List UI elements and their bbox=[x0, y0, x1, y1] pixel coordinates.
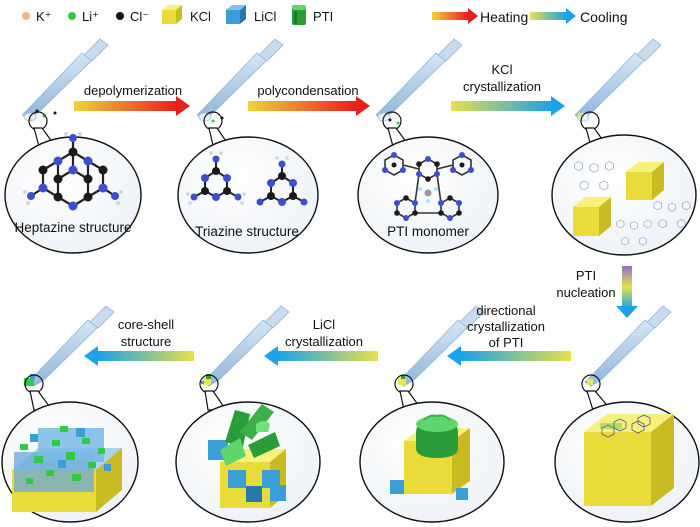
label-pti: PTI bbox=[576, 268, 596, 283]
pipette-7 bbox=[201, 305, 290, 387]
pipette-8 bbox=[24, 305, 115, 387]
pti-prism-swatch bbox=[292, 5, 306, 25]
legend-kcl: KCl bbox=[190, 9, 211, 24]
label-directional: directional bbox=[476, 303, 535, 318]
pti-monomer-molecule bbox=[382, 152, 474, 221]
arrow-polycondensation: polycondensation bbox=[248, 83, 370, 116]
pipette-2 bbox=[196, 38, 284, 122]
arrow-depolymerization: depolymerization bbox=[74, 83, 190, 116]
arrow-directional-crystallization: directional crystallization of PTI bbox=[447, 303, 571, 366]
label-kcl: KCl bbox=[492, 62, 513, 77]
pipette-4 bbox=[574, 38, 662, 122]
heating-arrow-key bbox=[432, 8, 478, 24]
licl-growth-cluster bbox=[208, 404, 286, 508]
legend-cl: Cl⁻ bbox=[130, 9, 149, 24]
kcl-cube-with-pti-nucleus bbox=[584, 414, 674, 506]
arrow-licl-crystallization: LiCl crystallization bbox=[264, 317, 378, 366]
legend: K⁺ Li⁺ Cl⁻ KCl LiCl PTI Heating bbox=[22, 5, 627, 25]
pipette-6 bbox=[397, 305, 485, 387]
pti-clusters bbox=[574, 161, 691, 246]
legend-licl: LiCl bbox=[254, 9, 277, 24]
label-kcl-crystallization: crystallization bbox=[463, 79, 541, 94]
legend-cooling: Cooling bbox=[580, 9, 627, 25]
kcl-cube-left bbox=[573, 197, 611, 236]
label-nucleation: nucleation bbox=[556, 285, 615, 300]
arrow-kcl-crystallization: KCl crystallization bbox=[451, 62, 565, 116]
kcl-cube-large bbox=[626, 162, 664, 200]
arrow-core-shell: core-shell structure bbox=[84, 317, 194, 366]
k-ion-swatch bbox=[22, 12, 30, 20]
heptazine-atoms bbox=[23, 132, 123, 211]
legend-li: Li⁺ bbox=[82, 9, 99, 24]
triazine-label: Triazine structure bbox=[195, 224, 299, 239]
pti-monomer-label: PTI monomer bbox=[387, 224, 469, 239]
legend-k: K⁺ bbox=[36, 9, 52, 24]
center-ion bbox=[424, 189, 432, 197]
arrow-pti-nucleation: PTI nucleation bbox=[556, 266, 638, 318]
label-licl: LiCl bbox=[313, 317, 336, 332]
label-licl-crystallization: crystallization bbox=[285, 334, 363, 349]
kcl-cube-with-pti-prism bbox=[390, 414, 470, 500]
li-ion-swatch bbox=[68, 12, 76, 20]
label-polycondensation: polycondensation bbox=[257, 83, 358, 98]
triazine-molecule-right bbox=[256, 156, 308, 206]
pipette-5 bbox=[584, 305, 672, 387]
legend-pti: PTI bbox=[313, 9, 333, 24]
label-core-shell: core-shell bbox=[118, 317, 174, 332]
heptazine-label: Heptazine structure bbox=[14, 220, 131, 235]
legend-heating: Heating bbox=[480, 9, 528, 25]
licl-cube-swatch bbox=[226, 5, 246, 24]
label-depolymerization: depolymerization bbox=[84, 83, 182, 98]
core-shell-block bbox=[12, 426, 122, 512]
label-structure: structure bbox=[121, 334, 172, 349]
label-of-pti: of PTI bbox=[489, 335, 524, 350]
label-dir-crystallization: crystallization bbox=[467, 319, 545, 334]
triazine-molecule-left bbox=[186, 151, 246, 205]
cooling-arrow-key bbox=[530, 8, 576, 24]
kcl-cube-swatch bbox=[162, 5, 182, 24]
cl-ion-swatch bbox=[116, 12, 124, 20]
pipette-3 bbox=[375, 38, 463, 122]
